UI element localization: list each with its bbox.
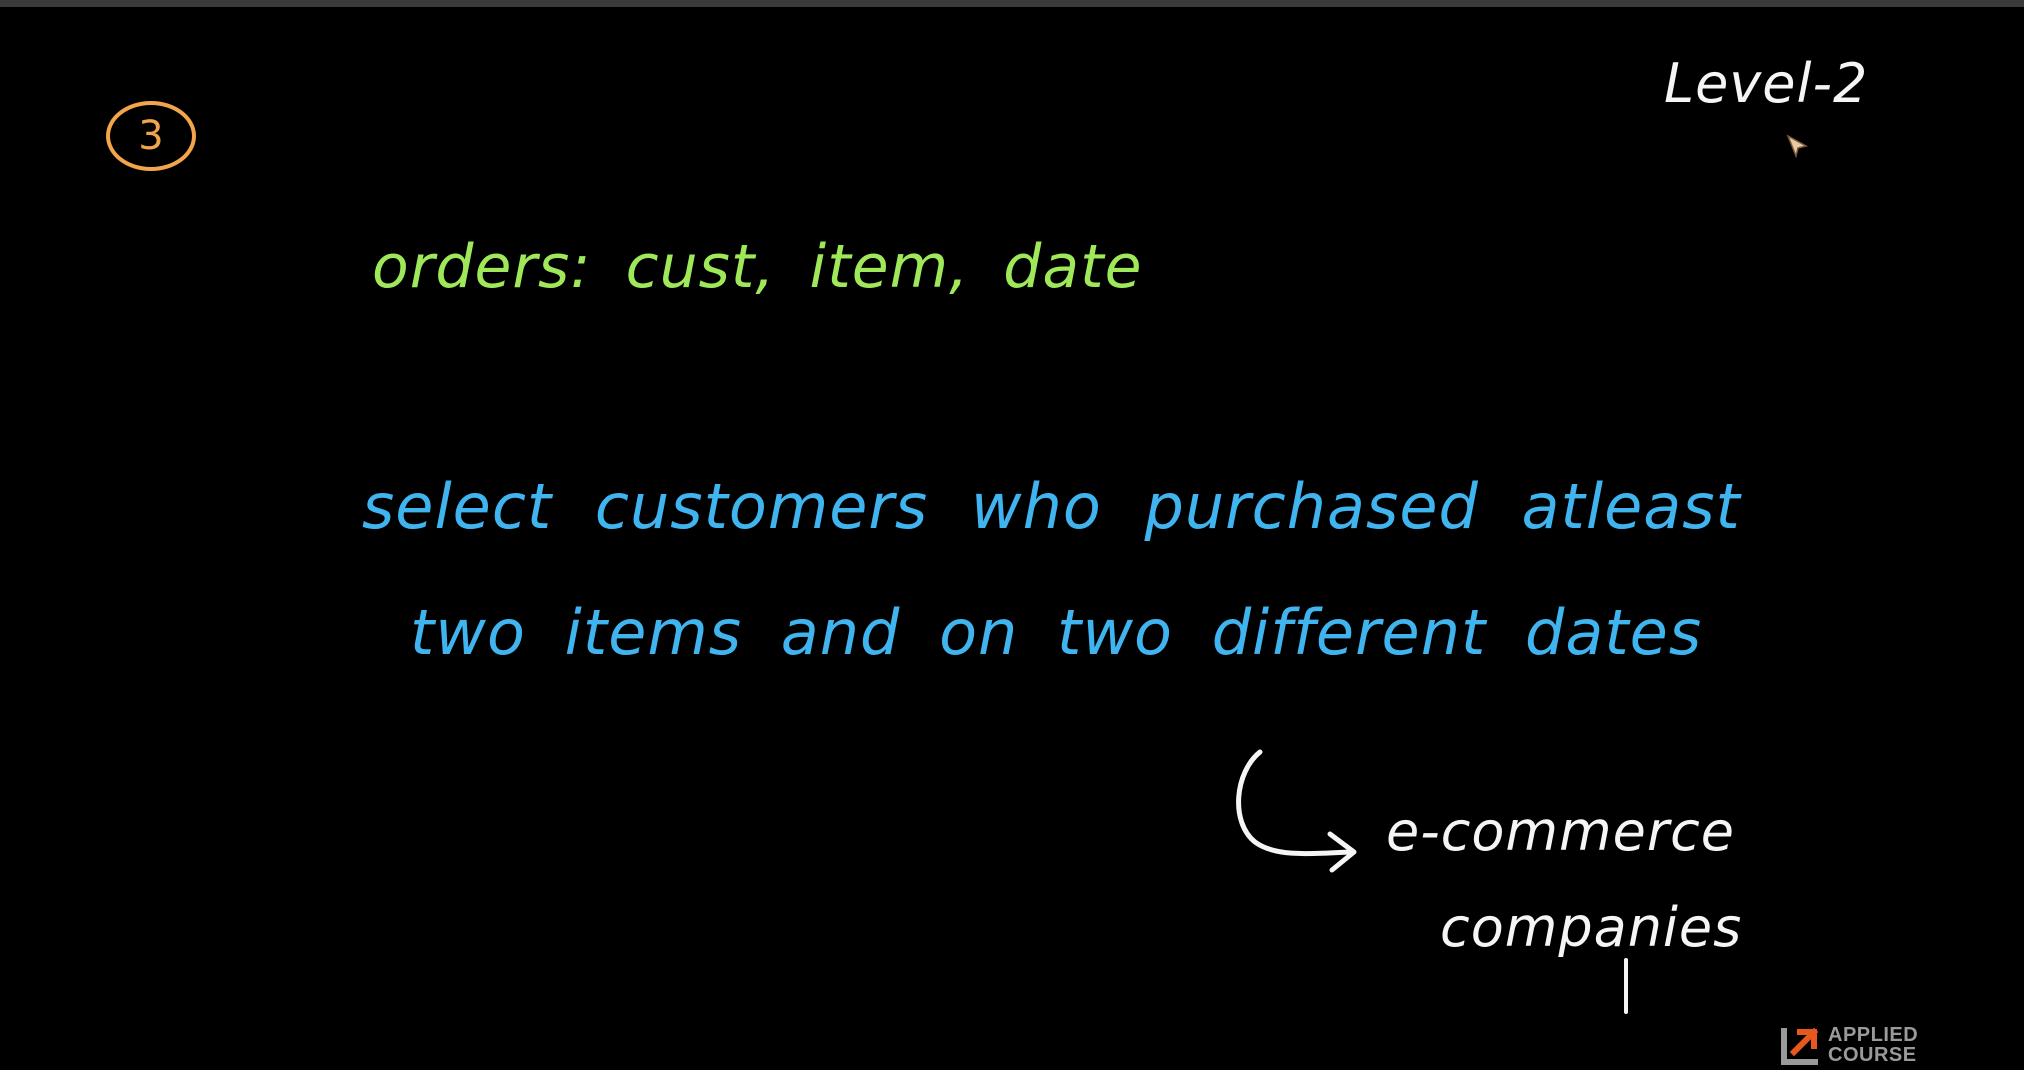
question-number-badge: 3 <box>106 101 196 171</box>
schema-line: orders: cust, item, date <box>372 232 1143 302</box>
note-underline-tail <box>1624 958 1628 1014</box>
logo-text-line-1: APPLIED <box>1828 1024 1919 1046</box>
note-line-2: companies <box>1440 896 1743 959</box>
curved-arrow-icon <box>1236 749 1357 873</box>
question-prompt-line-2: two items and on two different dates <box>410 596 1703 669</box>
logo-text-line-2: COURSE <box>1828 1044 1917 1066</box>
top-border <box>0 0 2024 7</box>
note-line-1: e-commerce <box>1386 800 1735 863</box>
pen-cursor-icon <box>1786 134 1809 158</box>
applied-course-logo: APPLIED COURSE <box>1780 1024 1918 1066</box>
applied-course-logo-icon <box>1781 1027 1819 1065</box>
level-label: Level-2 <box>1664 52 1869 115</box>
question-prompt-line-1: select customers who purchased atleast <box>362 470 1741 543</box>
